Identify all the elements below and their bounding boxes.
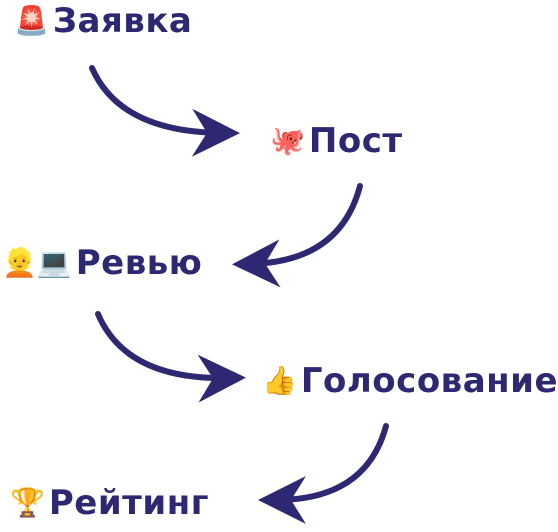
thumbs-up-icon: 👍 [262, 364, 297, 397]
siren-icon: 🚨 [14, 4, 49, 37]
step-label-application: Заявка [52, 1, 193, 41]
arrow-2-to-3 [232, 183, 363, 288]
trophy-icon: 🏆 [10, 486, 45, 519]
arrow-3-to-4 [95, 311, 246, 403]
step-application: 🚨 Заявка [14, 4, 192, 38]
arrow-1-to-2 [89, 65, 240, 157]
step-label-post: Пост [308, 121, 403, 161]
step-voting: 👍 Голосование [262, 364, 558, 398]
step-rating: 🏆 Рейтинг [10, 486, 209, 520]
step-post: 🐙 Пост [270, 124, 403, 158]
step-label-rating: Рейтинг [48, 483, 209, 523]
developer-laptop-icon: 👱💻 [2, 246, 72, 279]
step-label-review: Ревью [75, 243, 203, 283]
octopus-icon: 🐙 [270, 124, 305, 157]
arrow-4-to-5 [258, 423, 389, 524]
step-review: 👱💻 Ревью [2, 246, 202, 280]
step-label-voting: Голосование [300, 361, 558, 401]
